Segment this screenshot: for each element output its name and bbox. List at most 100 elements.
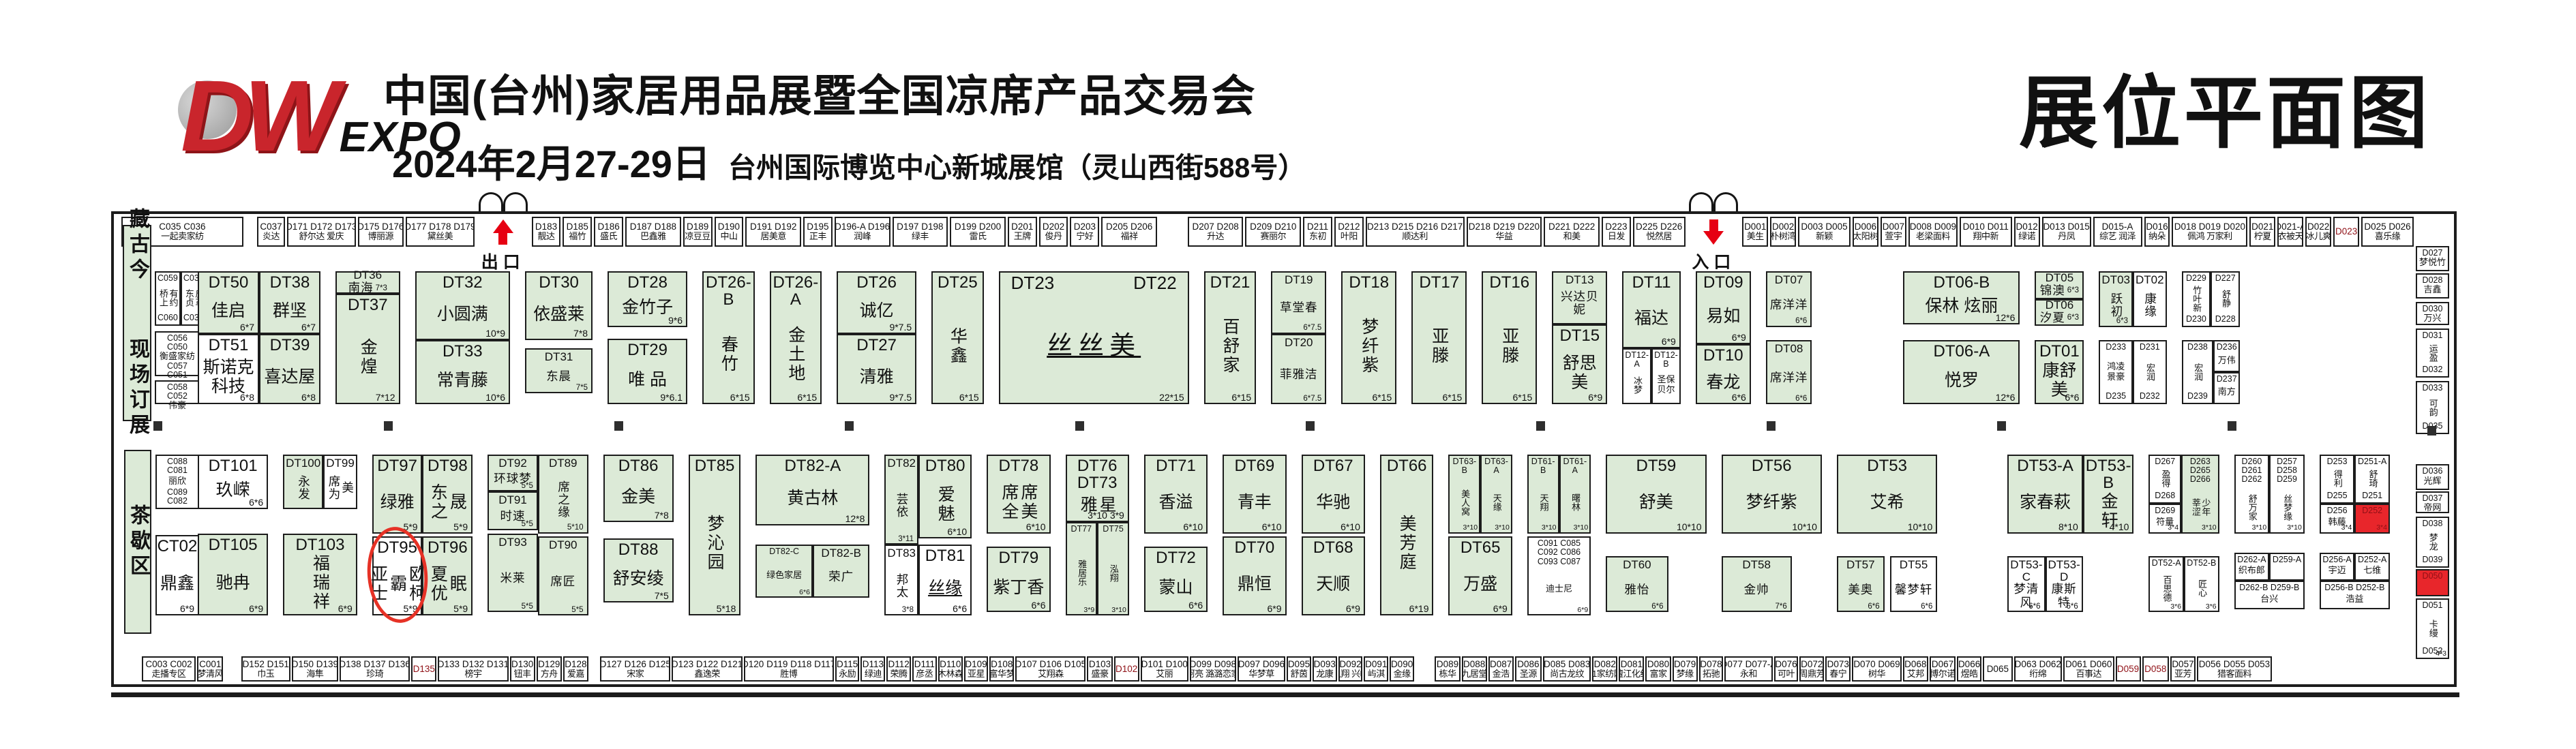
- pillar-icon: [1075, 421, 1084, 431]
- tea-break-area: 茶歇区: [124, 450, 151, 634]
- booth-D135: D135: [411, 656, 437, 682]
- entrance-label: 入口: [1692, 253, 1736, 272]
- booth-D050: D050: [2416, 569, 2449, 596]
- pillar-icon: [1767, 421, 1776, 431]
- globe-icon: [178, 80, 237, 139]
- pillar-icon: [1997, 421, 2006, 431]
- booth-D259-A: D259-A: [2269, 552, 2305, 581]
- dw-expo-logo: DW EXPO: [178, 66, 462, 166]
- pillar-icon: [2427, 426, 2436, 435]
- booth-D023: D023: [2333, 217, 2360, 247]
- pillar-icon: [153, 421, 162, 431]
- booth-D092: D092凯翔 兴峰: [1338, 656, 1363, 682]
- expo-date: 2024年2月27-29日: [392, 142, 710, 185]
- booth-D077: D077 D077-A永和: [1724, 656, 1773, 682]
- booth-D102: D102: [1113, 656, 1139, 682]
- plan-title: 展位平面图: [2019, 69, 2431, 157]
